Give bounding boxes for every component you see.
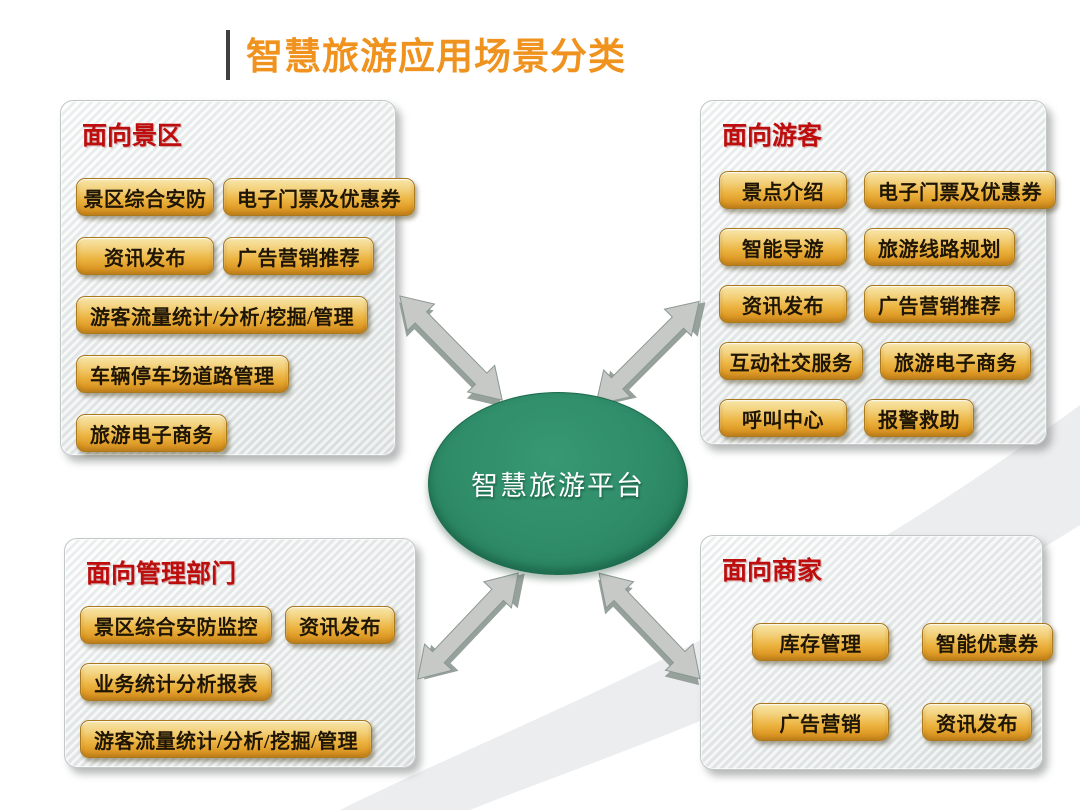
panel-tourist-title: 面向游客	[722, 122, 823, 150]
app-scenario-button: 景区综合安防监控	[80, 606, 272, 644]
button-row: 景区综合安防电子门票及优惠券	[76, 178, 415, 216]
app-scenario-button: 库存管理	[752, 623, 889, 661]
app-scenario-button: 报警救助	[864, 399, 974, 437]
app-scenario-button: 业务统计分析报表	[80, 663, 272, 701]
panel-management: 面向管理部门 景区综合安防监控资讯发布业务统计分析报表游客流量统计/分析/挖掘/…	[64, 538, 416, 768]
app-scenario-button: 智能导游	[719, 228, 847, 266]
panel-management-buttons: 景区综合安防监控资讯发布业务统计分析报表游客流量统计/分析/挖掘/管理	[80, 606, 400, 758]
button-row: 业务统计分析报表	[80, 663, 400, 701]
panel-tourist: 面向游客 景点介绍电子门票及优惠券智能导游旅游线路规划资讯发布广告营销推荐互动社…	[700, 100, 1056, 445]
app-scenario-button: 景点介绍	[719, 171, 847, 209]
app-scenario-button: 旅游电子商务	[880, 342, 1031, 380]
button-row: 景点介绍电子门票及优惠券	[716, 171, 1056, 209]
app-scenario-button: 旅游线路规划	[864, 228, 1015, 266]
central-platform-label: 智慧旅游平台	[471, 471, 645, 501]
app-scenario-button: 呼叫中心	[719, 399, 847, 437]
button-row: 车辆停车场道路管理	[76, 355, 380, 393]
button-row: 游客流量统计/分析/挖掘/管理	[76, 296, 380, 334]
app-scenario-button: 电子门票及优惠券	[864, 171, 1056, 209]
app-scenario-button: 广告营销推荐	[864, 285, 1015, 323]
connector-arrow-management	[417, 572, 525, 680]
button-row: 智能导游旅游线路规划	[716, 228, 1031, 266]
app-scenario-button: 景区综合安防	[76, 178, 214, 216]
app-scenario-button: 车辆停车场道路管理	[76, 355, 289, 393]
app-scenario-button: 旅游电子商务	[76, 414, 227, 452]
button-row: 呼叫中心报警救助	[716, 399, 1031, 437]
connector-arrow-merchant	[598, 572, 701, 686]
page-title: 智慧旅游应用场景分类	[246, 36, 626, 77]
button-row: 资讯发布广告营销推荐	[76, 237, 380, 275]
app-scenario-button: 游客流量统计/分析/挖掘/管理	[80, 720, 373, 758]
panel-merchant: 面向商家 库存管理智能优惠券广告营销资讯发布	[700, 535, 1053, 770]
panel-merchant-buttons: 库存管理智能优惠券广告营销资讯发布	[716, 623, 1053, 741]
app-scenario-button: 资讯发布	[285, 606, 395, 644]
app-scenario-button: 广告营销推荐	[223, 237, 374, 275]
app-scenario-button: 电子门票及优惠券	[223, 178, 415, 216]
button-row: 游客流量统计/分析/挖掘/管理	[80, 720, 400, 758]
panel-scenic-area-title: 面向景区	[82, 122, 183, 150]
central-platform-ellipse: 智慧旅游平台	[428, 392, 688, 575]
panel-management-title: 面向管理部门	[86, 560, 237, 588]
panel-scenic-area: 面向景区 景区综合安防电子门票及优惠券资讯发布广告营销推荐游客流量统计/分析/挖…	[60, 100, 415, 456]
app-scenario-button: 资讯发布	[922, 703, 1032, 741]
button-row: 库存管理智能优惠券	[716, 623, 1053, 661]
panel-merchant-title: 面向商家	[722, 557, 823, 585]
button-row: 景区综合安防监控资讯发布	[80, 606, 400, 644]
button-row: 广告营销资讯发布	[716, 703, 1032, 741]
button-row: 资讯发布广告营销推荐	[716, 285, 1031, 323]
app-scenario-button: 资讯发布	[719, 285, 847, 323]
app-scenario-button: 智能优惠券	[922, 623, 1053, 661]
app-scenario-button: 互动社交服务	[719, 342, 863, 380]
app-scenario-button: 资讯发布	[76, 237, 214, 275]
title-accent-bar	[226, 30, 230, 80]
button-row: 旅游电子商务	[76, 414, 380, 452]
button-row: 互动社交服务旅游电子商务	[716, 342, 1031, 380]
panel-tourist-buttons: 景点介绍电子门票及优惠券智能导游旅游线路规划资讯发布广告营销推荐互动社交服务旅游…	[716, 171, 1056, 437]
connector-arrow-tourist	[595, 300, 706, 406]
app-scenario-button: 游客流量统计/分析/挖掘/管理	[76, 296, 369, 334]
app-scenario-button: 广告营销	[752, 703, 889, 741]
panel-scenic-area-buttons: 景区综合安防电子门票及优惠券资讯发布广告营销推荐游客流量统计/分析/挖掘/管理车…	[76, 178, 415, 452]
